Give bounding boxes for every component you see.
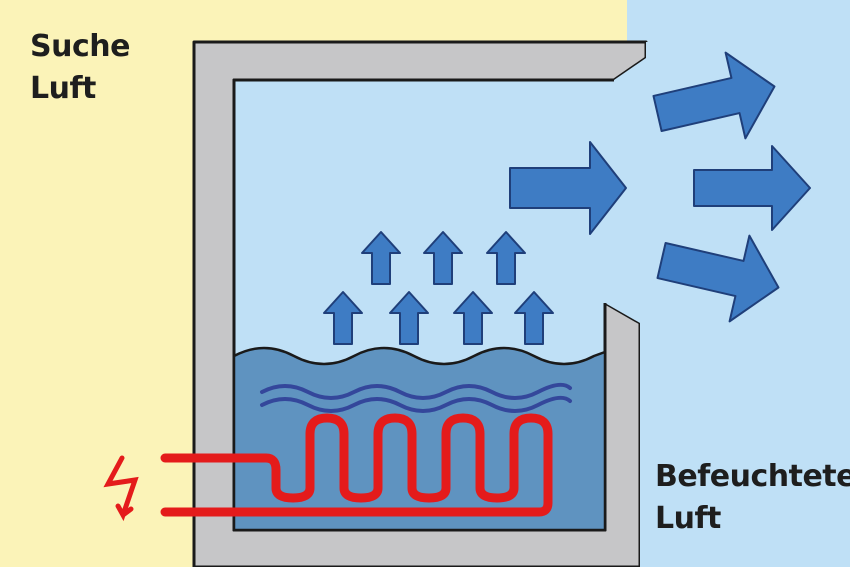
up-arrow-icon xyxy=(453,291,493,345)
up-arrow-icon xyxy=(389,291,429,345)
wave-line xyxy=(260,382,572,400)
humidified-air-label: Befeuchtete Luft xyxy=(655,456,850,540)
right-arrow-icon xyxy=(652,51,776,140)
dry-air-label-line1: Suche xyxy=(30,29,130,64)
right-arrow-icon xyxy=(693,145,811,231)
dry-air-label: Suche Luft xyxy=(30,26,130,110)
electric-bolt-icon xyxy=(103,455,139,522)
humidified-air-label-line2: Luft xyxy=(655,501,721,536)
humidified-air-label-line1: Befeuchtete xyxy=(655,459,850,494)
up-arrow-icon xyxy=(486,231,526,285)
vapor-arrows xyxy=(323,231,554,345)
wave-line xyxy=(260,395,572,413)
up-arrow-icon xyxy=(361,231,401,285)
dry-air-label-line2: Luft xyxy=(30,71,96,106)
right-arrow-icon xyxy=(509,141,627,235)
right-arrow-icon xyxy=(656,234,780,323)
up-arrow-icon xyxy=(323,291,363,345)
up-arrow-icon xyxy=(423,231,463,285)
airflow-arrows xyxy=(509,51,811,323)
heating-coil-icon xyxy=(160,413,553,517)
up-arrow-icon xyxy=(514,291,554,345)
